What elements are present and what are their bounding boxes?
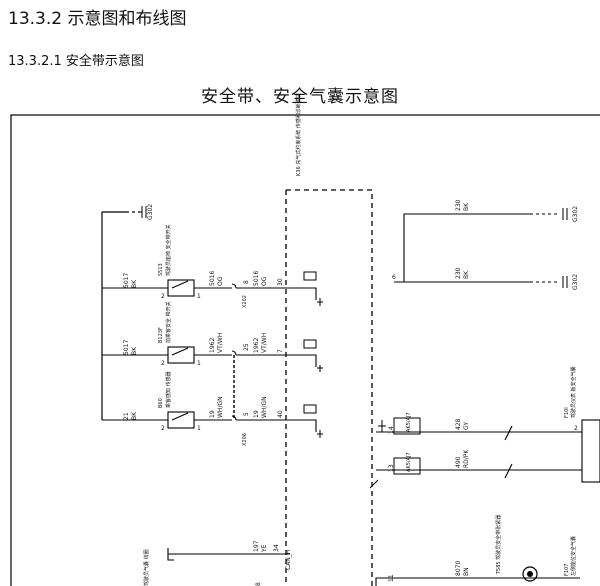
switch-2-name: 前乘客安全 带开关 <box>165 301 172 343</box>
left-wire-1: 5017 <box>123 273 130 288</box>
switch-1-name: 驾驶员座椅 安全带开关 <box>165 224 172 276</box>
switch-1-pin-b: 1 <box>197 293 201 300</box>
left-wire-2: 5017 <box>123 340 130 355</box>
ak-label-1: AK5/AJ7 <box>406 412 412 432</box>
connector-pin-3: 5 <box>243 412 250 416</box>
lower-wire-1: 428 <box>455 418 462 430</box>
bottom-wire-1: 197 <box>253 540 260 552</box>
module-label: K36 充气式约束系统 传感和诊断模块 <box>295 93 302 176</box>
module-wire-1-color: OG <box>261 276 268 286</box>
lower-pin-1: 14 <box>388 426 395 434</box>
module-wire-1-pin: 30 <box>277 278 284 286</box>
module-enclosure <box>285 189 373 586</box>
connector-pin-1: 8 <box>243 280 250 284</box>
right-pin-2: 2 <box>574 425 578 432</box>
switch-3-code: B60 <box>158 398 164 408</box>
lower-pin-3: 11 <box>388 574 395 582</box>
left-wire-1-color: BK <box>131 279 138 288</box>
lower-wire-1-color: GY <box>463 422 470 430</box>
switch-out-2: 1962 <box>209 338 216 353</box>
switch-2-pin-a: 2 <box>161 360 165 367</box>
ground-label-right-2: G302 <box>572 274 579 290</box>
lower-wire-2-color: RD/PK <box>463 449 470 468</box>
right-ground-circuits <box>394 213 560 283</box>
connector-label-1: X202 <box>242 295 248 308</box>
right-component-1-name: 驾驶员仪表 板安全气囊 <box>570 366 577 418</box>
right-wire-1-color: BK <box>463 202 470 211</box>
right-wire-2-color: BK <box>463 270 470 279</box>
left-wire-3: 21 <box>123 412 130 420</box>
diagram-frame <box>10 114 600 586</box>
lower-wire-3: 8070 <box>455 561 462 576</box>
ground-label-left: G302 <box>147 204 154 220</box>
module-wire-2-color: VT/WH <box>261 333 268 353</box>
module-wire-3-pin: 40 <box>277 410 284 418</box>
lower-pin-2: 13 <box>388 464 395 472</box>
switch-1-pin-a: 2 <box>161 293 165 300</box>
switch-out-3-color: WH/GN <box>217 396 224 418</box>
lower-wire-3-color: BN <box>463 567 470 576</box>
subsection-heading: 13.3.2.1 安全带示意图 <box>8 54 144 69</box>
left-ground-bus <box>101 211 126 420</box>
switch-out-3: 19 <box>209 410 216 418</box>
right-pin: 6 <box>392 274 396 281</box>
connector-label-2: X206 <box>242 433 248 446</box>
belt-tensioner-label: T585 驾驶员安全带张紧器 <box>495 515 502 575</box>
bottom-pin: 8 <box>255 582 262 586</box>
right-wire-2: 230 <box>455 267 462 279</box>
ak-label-2: AK5/AJ7 <box>406 452 412 472</box>
module-wire-1: 5016 <box>253 271 260 286</box>
circuit-row-1 <box>102 279 317 300</box>
switch-2-pin-b: 1 <box>197 360 201 367</box>
switch-out-1-color: OG <box>217 276 224 286</box>
module-wire-3: 19 <box>253 410 260 418</box>
switch-1-code: S513 <box>158 263 164 276</box>
bottom-wire-1-color: YE <box>261 544 268 553</box>
lower-wire-2: 490 <box>455 456 462 468</box>
right-wire-1: 230 <box>455 199 462 211</box>
switch-3-pin-a: 2 <box>161 425 165 432</box>
switch-3-pin-b: 1 <box>197 425 201 432</box>
switch-3-name: 乘客感知 传感器 <box>165 371 172 408</box>
bottom-wire-1-net: CAN_H <box>285 550 292 570</box>
lower-circuits <box>375 419 600 586</box>
section-heading: 13.3.2 示意图和布线图 <box>8 9 187 29</box>
connector-pin-2: 25 <box>243 343 250 351</box>
circuit-row-2 <box>102 346 317 367</box>
bottom-left-circuit <box>167 548 290 561</box>
switch-out-2-color: VT/WH <box>217 333 224 353</box>
module-wire-3-color: WH/GN <box>261 396 268 418</box>
left-wire-2-color: BK <box>131 346 138 355</box>
left-wire-3-color: BK <box>131 411 138 420</box>
ground-label-right-1: G302 <box>572 206 579 222</box>
bottom-left-label: 驾驶员气囊 线圈 <box>143 549 150 586</box>
ground-symbol-left <box>139 206 147 218</box>
diagram-title: 安全带、安全气囊示意图 <box>201 87 399 107</box>
right-component-1-code: F10I <box>564 407 570 418</box>
switch-2-code: B123F <box>158 327 164 343</box>
bottom-wire-1-pin: 34 <box>273 544 280 552</box>
module-wire-2-pin: 7 <box>277 349 284 353</box>
module-wire-2: 1962 <box>253 338 260 353</box>
switch-out-1: 5016 <box>209 271 216 286</box>
circuit-row-3 <box>102 411 317 432</box>
right-component-2-code: F107 <box>564 564 570 576</box>
right-component-2-name: 左侧座位安全气囊 <box>570 536 577 576</box>
